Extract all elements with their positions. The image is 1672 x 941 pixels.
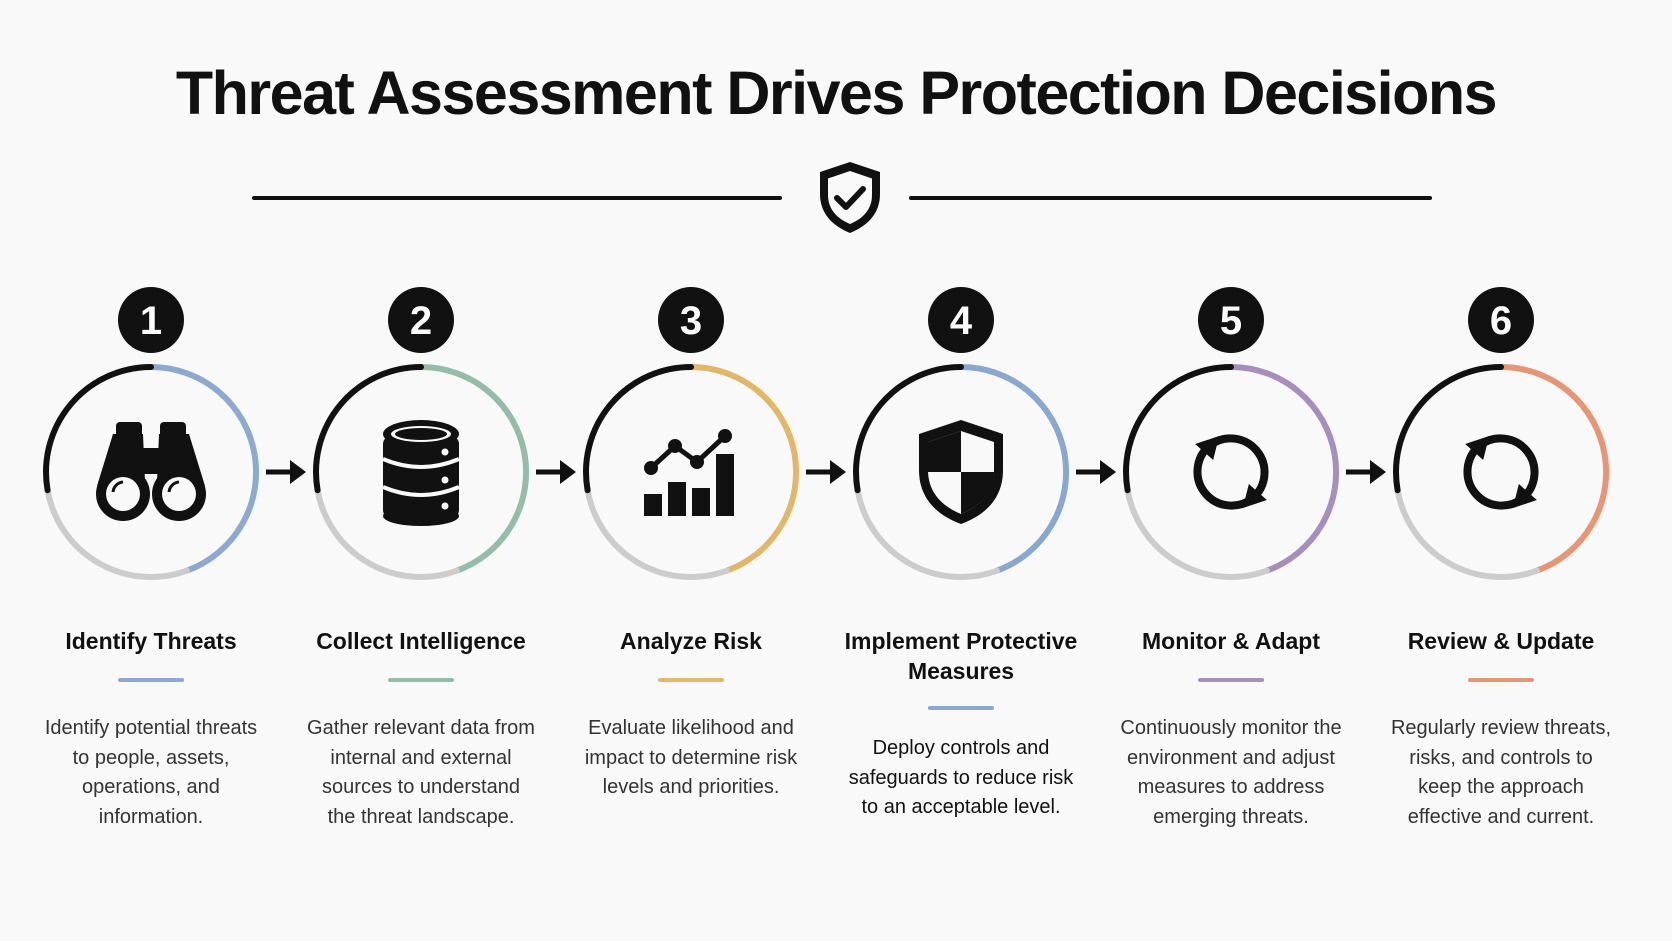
step-number-badge (1198, 287, 1264, 353)
database-icon (382, 420, 460, 526)
step-3: 3 (583, 287, 800, 580)
flow-arrow (806, 460, 846, 484)
ring-ink-arc (583, 364, 694, 494)
ring-track-arc (44, 487, 190, 580)
step-number-badge (1468, 287, 1534, 353)
step-title: Collect Intelligence (316, 628, 526, 654)
step-number: 3 (680, 299, 702, 343)
step-title-underline (388, 678, 454, 682)
step-title-underline (928, 706, 994, 710)
ring-track-arc (854, 487, 1000, 580)
step-title-underline (1198, 678, 1264, 682)
step-number: 1 (140, 299, 162, 343)
ring-track-arc (314, 487, 460, 580)
step-title: Analyze Risk (620, 628, 762, 654)
step-title: Monitor & Adapt (1141, 628, 1320, 654)
shield-icon (919, 420, 1003, 524)
step-description: Deploy controls and safeguards to reduce… (848, 737, 1074, 818)
step-6: 6 (1393, 287, 1610, 580)
ring-ink-arc (853, 364, 964, 494)
step-title-underline (658, 678, 724, 682)
step-title-underline (1468, 678, 1534, 682)
divider-line-right (909, 196, 1432, 200)
step-2: 2 (313, 287, 530, 580)
step-description: Gather relevant data from internal and e… (307, 717, 535, 828)
step-number-badge (118, 287, 184, 353)
shield-check-icon (820, 162, 880, 233)
step-number: 4 (950, 299, 973, 343)
ring-accent-arc (1228, 364, 1340, 574)
step-number: 2 (410, 299, 432, 343)
step-number-badge (928, 287, 994, 353)
ring-accent-arc (418, 364, 530, 574)
step-title-underline (118, 678, 184, 682)
binoculars-icon (96, 422, 206, 521)
ring-ink-arc (1393, 364, 1504, 494)
step-number-badge (658, 287, 724, 353)
step-description: Continuously monitor the environment and… (1120, 717, 1342, 828)
step-description: Regularly review threats, risks, and con… (1390, 717, 1612, 828)
divider-line-left (252, 196, 782, 200)
ring-accent-arc (958, 364, 1070, 574)
ring-track-arc (1124, 487, 1270, 580)
title-divider (252, 158, 1432, 238)
ring-track-arc (584, 487, 730, 580)
flow-arrow (1076, 460, 1116, 484)
ring-ink-arc (43, 364, 154, 494)
flow-arrow (536, 460, 576, 484)
step-number: 5 (1220, 299, 1242, 343)
step-title: Implement Protective Measures (844, 628, 1078, 684)
flow-arrow (1346, 460, 1386, 484)
ring-track-arc (1394, 487, 1540, 580)
step-description: Identify potential threats to people, as… (44, 717, 258, 828)
trend-chart-icon (644, 429, 734, 516)
ring-ink-arc (313, 364, 424, 494)
refresh-icon (1193, 434, 1269, 510)
ring-accent-arc (148, 364, 260, 574)
step-4: 4 (853, 287, 1070, 580)
step-5: 5 (1123, 287, 1340, 580)
ring-ink-arc (1123, 364, 1234, 494)
flow-arrow (266, 460, 306, 484)
ring-accent-arc (688, 364, 800, 574)
step-number: 6 (1490, 299, 1512, 343)
step-title: Review & Update (1407, 628, 1595, 654)
step-description: Evaluate likelihood and impact to determ… (584, 717, 798, 798)
step-title: Identify Threats (65, 628, 237, 654)
step-number-badge (388, 287, 454, 353)
step-1: 1 (43, 287, 260, 580)
refresh-icon (1463, 434, 1539, 510)
page-title: Threat Assessment Drives Protection Deci… (175, 59, 1498, 127)
ring-accent-arc (1498, 364, 1610, 574)
